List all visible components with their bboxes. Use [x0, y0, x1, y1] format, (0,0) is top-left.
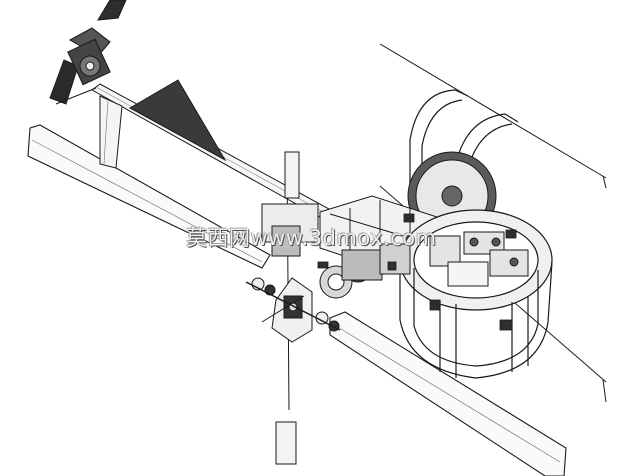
tail-fin — [99, 79, 227, 169]
engine-pulley — [319, 243, 411, 299]
mechanism-details — [317, 213, 517, 331]
main-rotor-blade — [27, 124, 567, 476]
rotor-hub — [245, 277, 341, 343]
watermark: 莫西网www.3dmox.com — [186, 226, 437, 250]
servos — [429, 231, 529, 287]
tail-rotor — [49, 0, 127, 105]
